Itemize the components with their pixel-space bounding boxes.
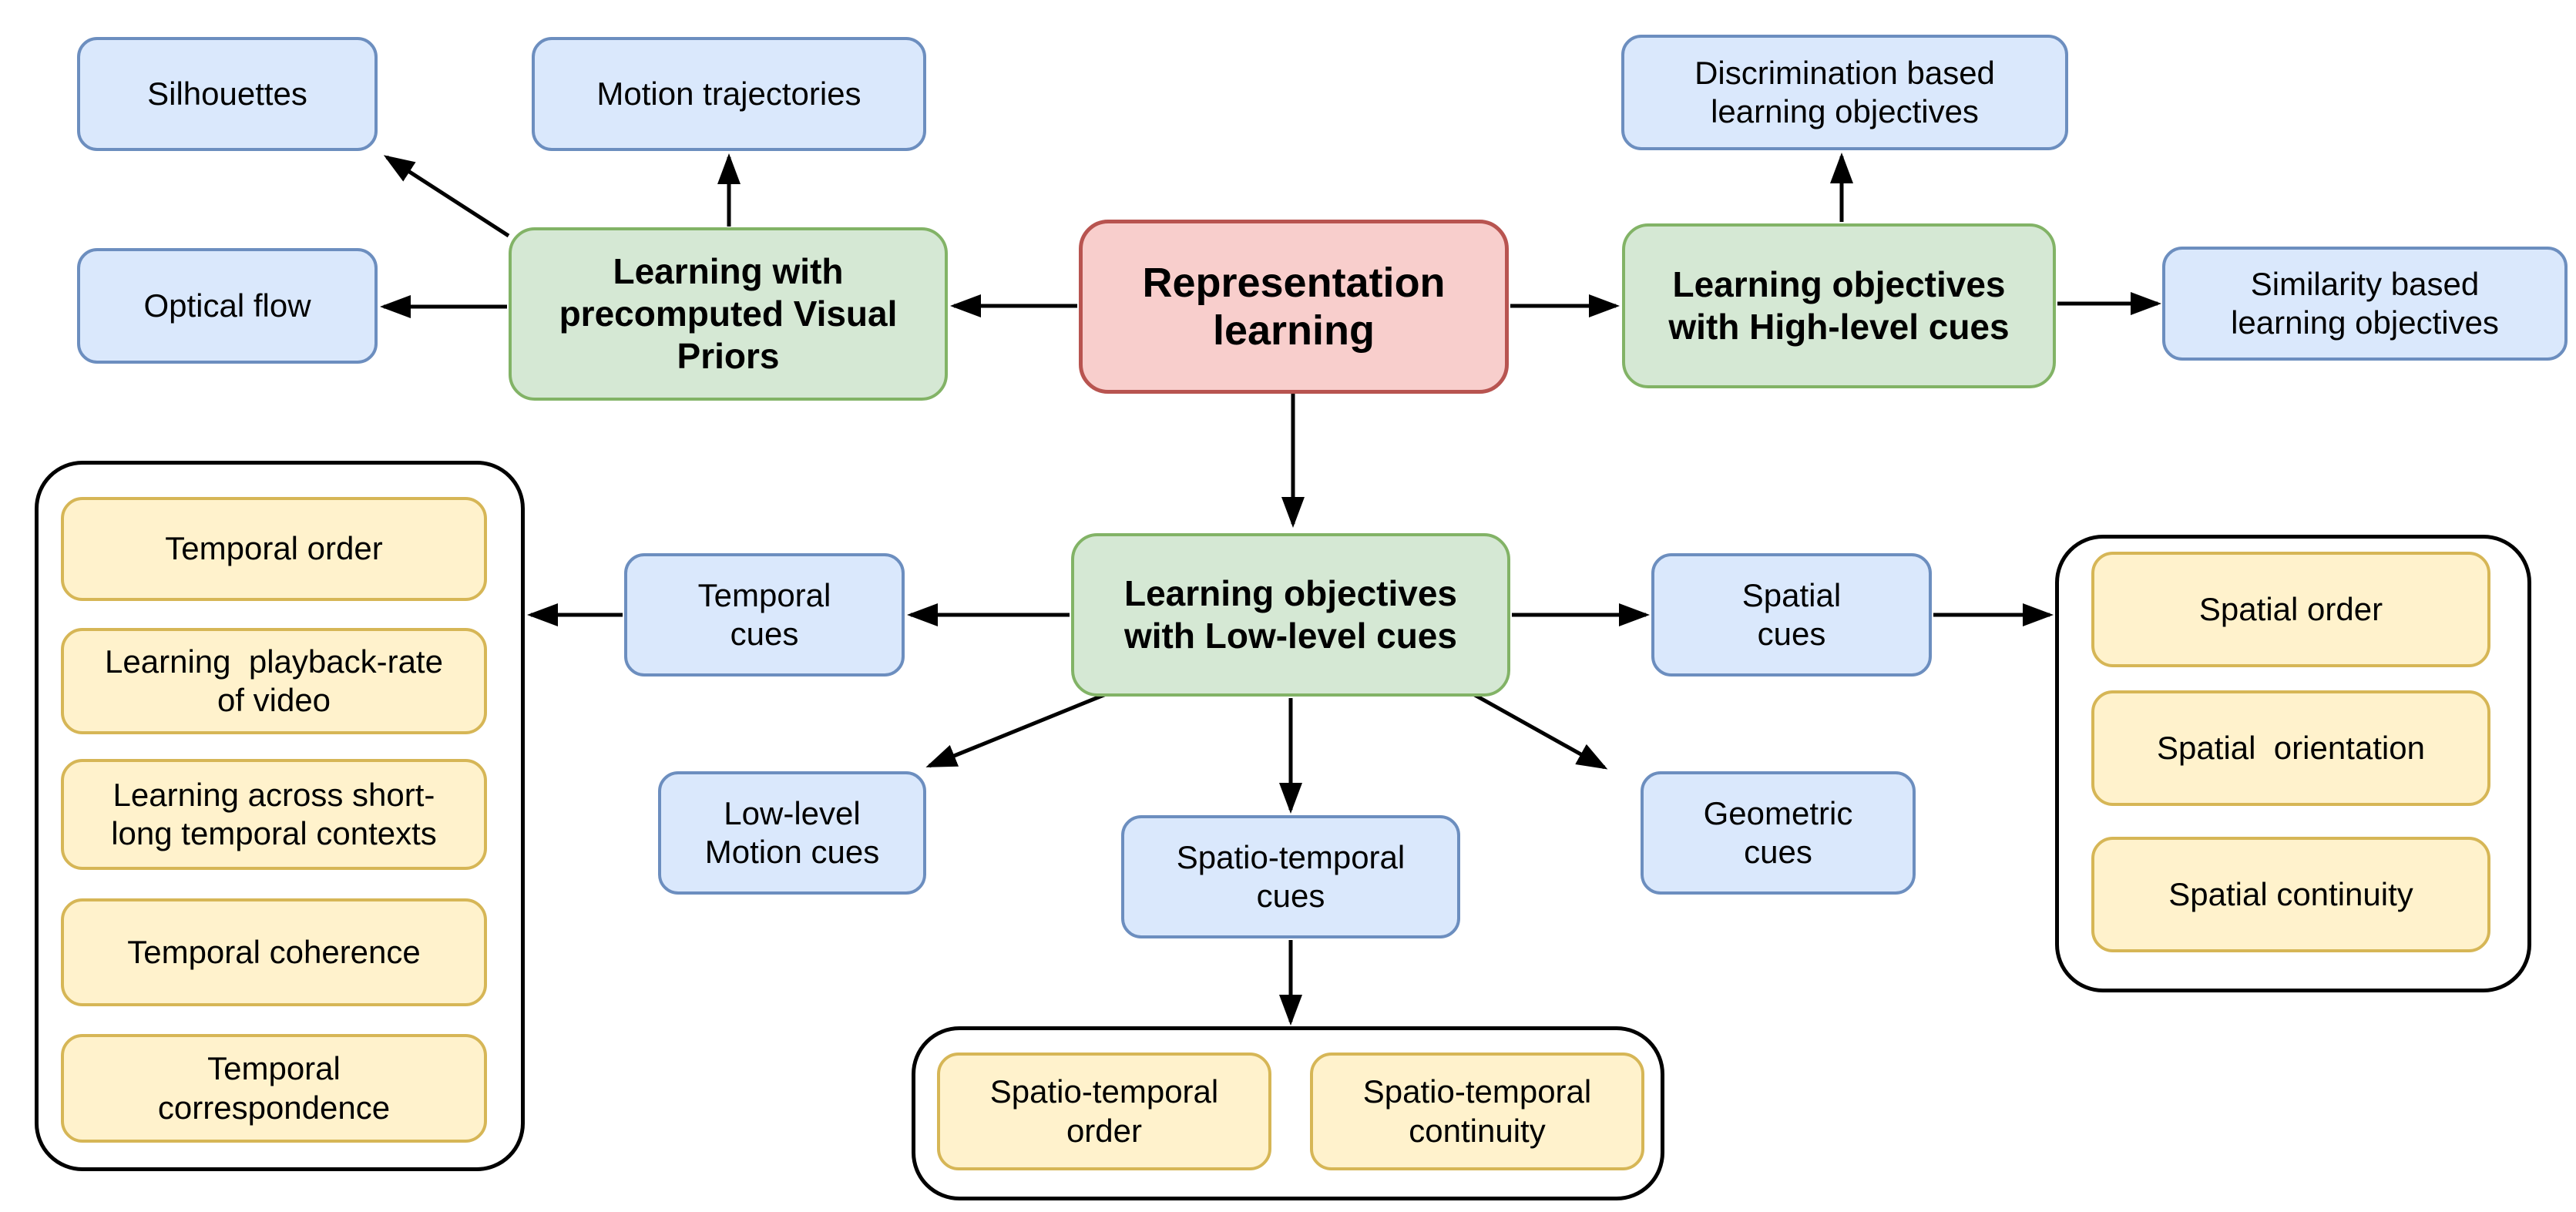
node-temporal-order: Temporal order: [61, 497, 487, 601]
node-learning-short-long-contexts: Learning across short- long temporal con…: [61, 759, 487, 870]
node-learning-objectives-high-level-cues: Learning objectives with High-level cues: [1622, 223, 2056, 388]
node-spatial-continuity: Spatial continuity: [2091, 837, 2490, 952]
node-discrimination-based: Discrimination based learning objectives: [1621, 35, 2068, 150]
arrow-visual-priors-to-silhouettes: [383, 155, 510, 238]
node-spatio-temporal-continuity: Spatio-temporal continuity: [1310, 1053, 1644, 1170]
node-spatio-temporal-order: Spatio-temporal order: [937, 1053, 1271, 1170]
node-learning-objectives-low-level-cues: Learning objectives with Low-level cues: [1071, 533, 1510, 697]
node-spatial-cues: Spatial cues: [1651, 553, 1932, 677]
node-similarity-based: Similarity based learning objectives: [2162, 247, 2568, 361]
node-learning-playback-rate: Learning playback-rate of video: [61, 628, 487, 734]
node-spatial-order: Spatial order: [2091, 552, 2490, 667]
node-temporal-coherence: Temporal coherence: [61, 898, 487, 1006]
node-spatial-orientation: Spatial orientation: [2091, 690, 2490, 806]
node-optical-flow: Optical flow: [77, 248, 378, 364]
arrow-low-level-to-motion-cues: [925, 689, 1114, 768]
node-representation-learning: Representation learning: [1079, 220, 1509, 394]
node-silhouettes: Silhouettes: [77, 37, 378, 151]
node-temporal-correspondence: Temporal correspondence: [61, 1034, 487, 1143]
node-geometric-cues: Geometric cues: [1641, 771, 1916, 895]
node-spatio-temporal-cues: Spatio-temporal cues: [1121, 815, 1460, 938]
arrow-low-level-to-geometric-cues: [1466, 689, 1608, 770]
node-low-level-motion-cues: Low-level Motion cues: [658, 771, 926, 895]
node-motion-trajectories: Motion trajectories: [532, 37, 926, 151]
node-learning-with-precomputed-visual-priors: Learning with precomputed Visual Priors: [509, 227, 948, 401]
node-temporal-cues: Temporal cues: [624, 553, 905, 677]
